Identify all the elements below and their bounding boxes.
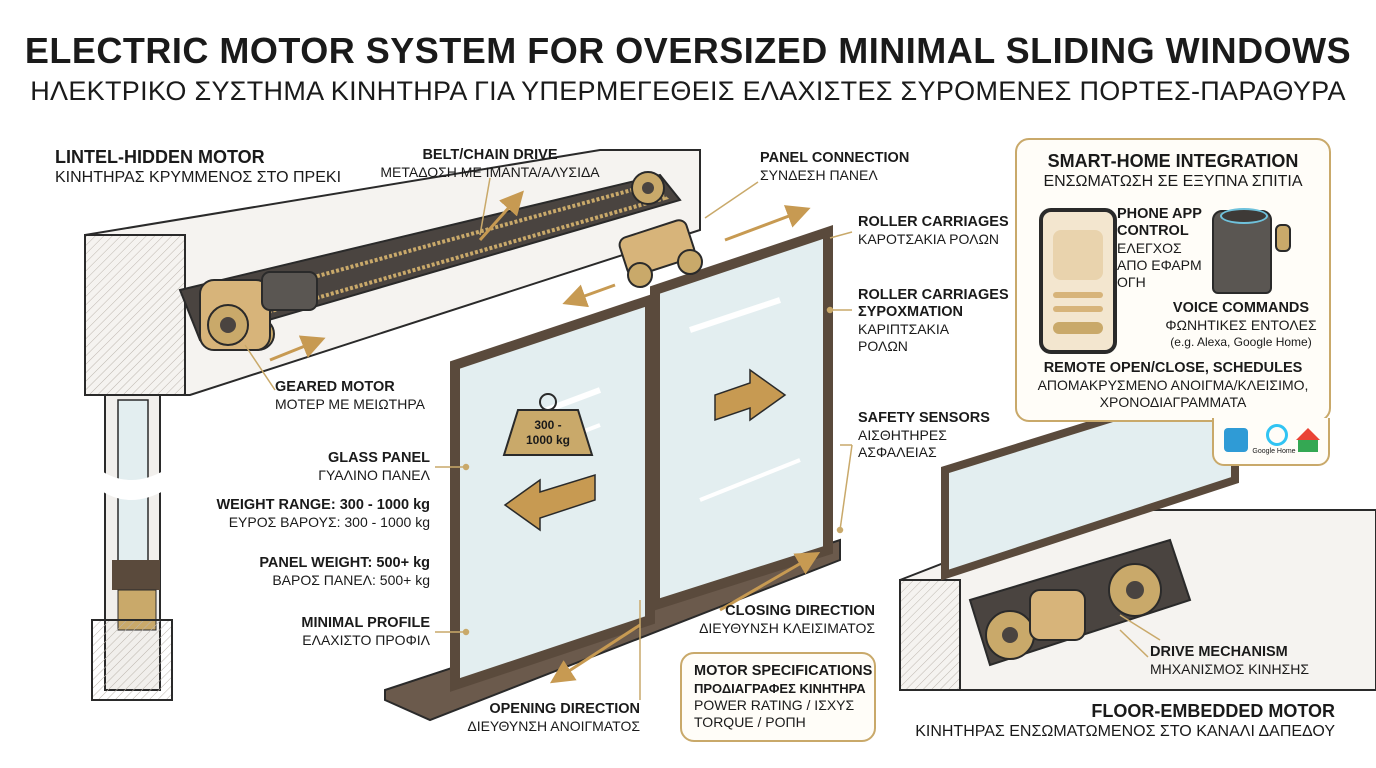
smart-things-icon	[1224, 428, 1248, 452]
page-subtitle: ΗΛΕΚΤΡΙΚΟ ΣΥΣΤΗΜΑ ΚΙΝΗΤΗΡΑ ΓΙΑ ΥΠΕΡΜΕΓΕΘ…	[30, 76, 1346, 106]
microphone-icon	[1275, 224, 1291, 252]
google-home-icon	[1296, 428, 1320, 440]
smart-home-logos: Google Home	[1212, 418, 1330, 466]
phone-icon	[1039, 208, 1117, 354]
motor-specs-text: MOTOR SPECIFICATIONS ΠΡΟΔΙΑΓΡΑΦΕΣ ΚΙΝΗΤΗ…	[694, 663, 873, 730]
alexa-icon	[1266, 424, 1288, 446]
weight-badge: 300 -1000 kg	[525, 418, 571, 447]
smart-speaker-icon	[1212, 208, 1272, 294]
page-title: ELECTRIC MOTOR SYSTEM FOR OVERSIZED MINI…	[24, 30, 1352, 71]
floor-motor-illustration	[899, 374, 1376, 691]
google-home-label: Google Home	[1252, 448, 1296, 455]
motor-specs-box: MOTOR SPECIFICATIONS ΠΡΟΔΙΑΓΡΑΦΕΣ ΚΙΝΗΤΗ…	[680, 652, 876, 742]
leader-lines	[244, 177, 1149, 700]
left-frame-profile	[91, 349, 173, 701]
lintel-housing	[84, 149, 701, 396]
sliding-door-frame	[384, 205, 841, 722]
